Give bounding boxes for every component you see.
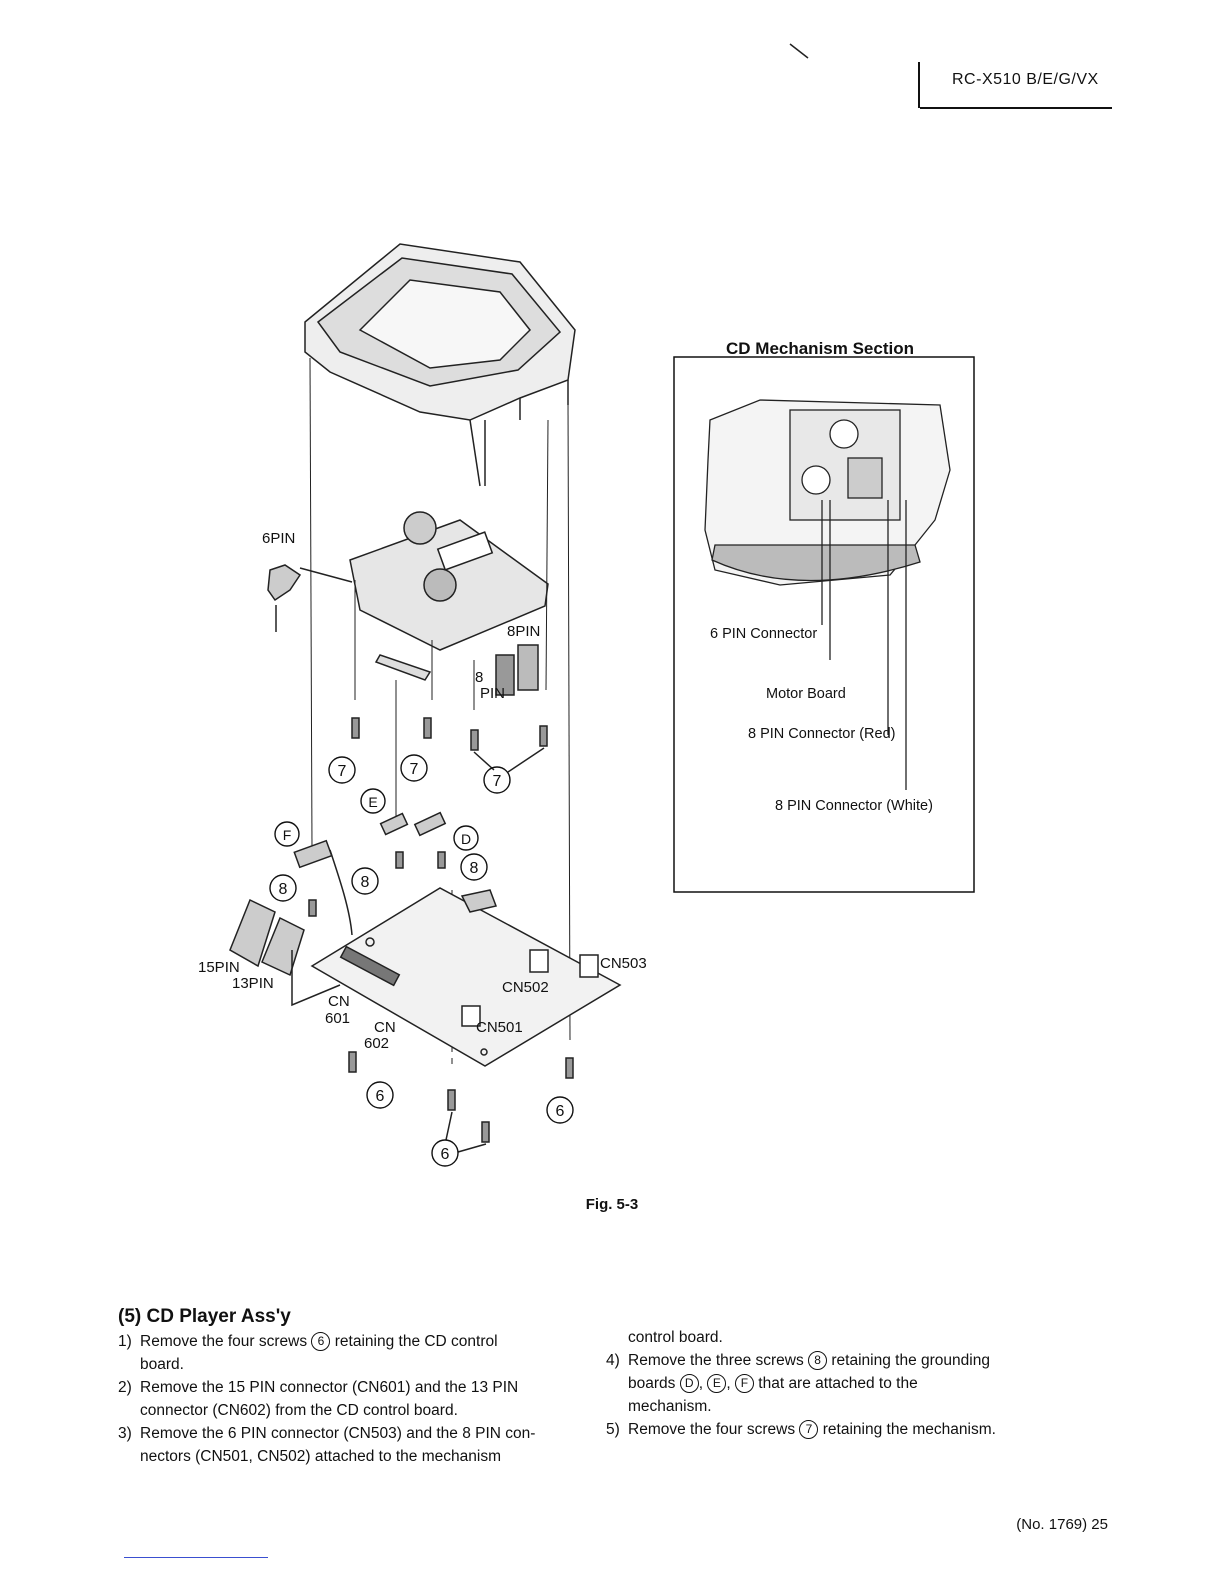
board-f-symbol: F	[734, 1374, 754, 1394]
label-15pin: 15PIN	[198, 959, 240, 976]
screw-6-symbol: 6	[311, 1332, 331, 1352]
inset-label-8pin-white: 8 PIN Connector (White)	[775, 798, 933, 814]
callout-e: E	[368, 794, 377, 810]
callout-f: F	[283, 827, 292, 843]
screws-7	[351, 717, 548, 773]
inset-label-motor-board: Motor Board	[766, 686, 846, 702]
label-8pin-top: 8PIN	[507, 623, 540, 640]
grounding-board-f	[293, 839, 333, 869]
label-cn602-b: 602	[364, 1035, 389, 1052]
callout-7-a: 7	[338, 763, 347, 780]
instructions-column-right: control board. 4)Remove the three screws…	[606, 1326, 1052, 1441]
callout-7-c: 7	[493, 773, 502, 790]
label-13pin: 13PIN	[232, 975, 274, 992]
step-1: 1)Remove the four screws 6 retaining the…	[118, 1332, 498, 1373]
label-cn502: CN502	[502, 979, 549, 996]
screw-7-symbol: 7	[799, 1420, 819, 1440]
label-cn601-b: 601	[325, 1010, 350, 1027]
label-cn503: CN503	[600, 955, 647, 972]
callout-d: D	[461, 831, 471, 847]
section-title: (5) CD Player Ass'y	[118, 1306, 291, 1327]
model-number: RC-X510 B/E/G/VX	[952, 71, 1099, 88]
board-e-symbol: E	[707, 1374, 727, 1394]
exploded-view-diagram: 7 7 7 E D F 8 8 8 6 6 6 6PIN 8PIN 8 PIN …	[198, 43, 975, 1167]
header-divider-horizontal	[920, 107, 1112, 109]
grounding-board-d	[413, 811, 447, 837]
callout-8-a: 8	[279, 881, 288, 898]
corner-mark	[789, 43, 809, 59]
cd-cover-drawing	[304, 243, 576, 487]
callout-8-b: 8	[361, 874, 370, 891]
cd-mechanism-drawing	[349, 511, 549, 696]
screw-8-symbol: 8	[808, 1351, 828, 1371]
inset-title: CD Mechanism Section	[726, 339, 914, 358]
step-2: 2)Remove the 15 PIN connector (CN601) an…	[118, 1379, 519, 1419]
figure-caption: Fig. 5-3	[585, 1196, 639, 1213]
header-divider-vertical	[918, 62, 920, 108]
callout-7-b: 7	[410, 761, 419, 778]
six-pin-cable-drawing	[267, 564, 353, 632]
inset-label-6pin-connector: 6 PIN Connector	[710, 626, 817, 642]
step-4: 4)Remove the three screws 8 retaining th…	[606, 1351, 990, 1415]
cd-control-board-drawing	[310, 887, 622, 1067]
callout-8-c: 8	[470, 860, 479, 877]
page-number: (No. 1769) 25	[1016, 1516, 1108, 1533]
callout-6-c: 6	[441, 1146, 450, 1163]
inset-label-8pin-red: 8 PIN Connector (Red)	[748, 726, 895, 742]
label-cn501: CN501	[476, 1019, 523, 1036]
callout-6-b: 6	[556, 1103, 565, 1120]
callout-6-a: 6	[376, 1088, 385, 1105]
step-5: 5)Remove the four screws 7 retaining the…	[606, 1420, 996, 1440]
label-cn602-a: CN	[374, 1019, 396, 1036]
label-cn601-a: CN	[328, 993, 350, 1010]
step-3-continued: control board.	[628, 1329, 723, 1346]
label-8pin-mid-b: PIN	[480, 685, 505, 702]
board-d-symbol: D	[679, 1374, 699, 1394]
label-6pin: 6PIN	[262, 530, 295, 547]
cd-mechanism-section-inset	[673, 356, 975, 893]
instructions-column-left: 1)Remove the four screws 6 retaining the…	[118, 1330, 578, 1468]
ribbon-cables-drawing	[229, 898, 341, 1007]
bottom-rule	[124, 1557, 268, 1558]
grounding-board-e	[379, 812, 409, 836]
label-8pin-mid-a: 8	[475, 669, 483, 686]
step-3: 3)Remove the 6 PIN connector (CN503) and…	[118, 1425, 536, 1465]
